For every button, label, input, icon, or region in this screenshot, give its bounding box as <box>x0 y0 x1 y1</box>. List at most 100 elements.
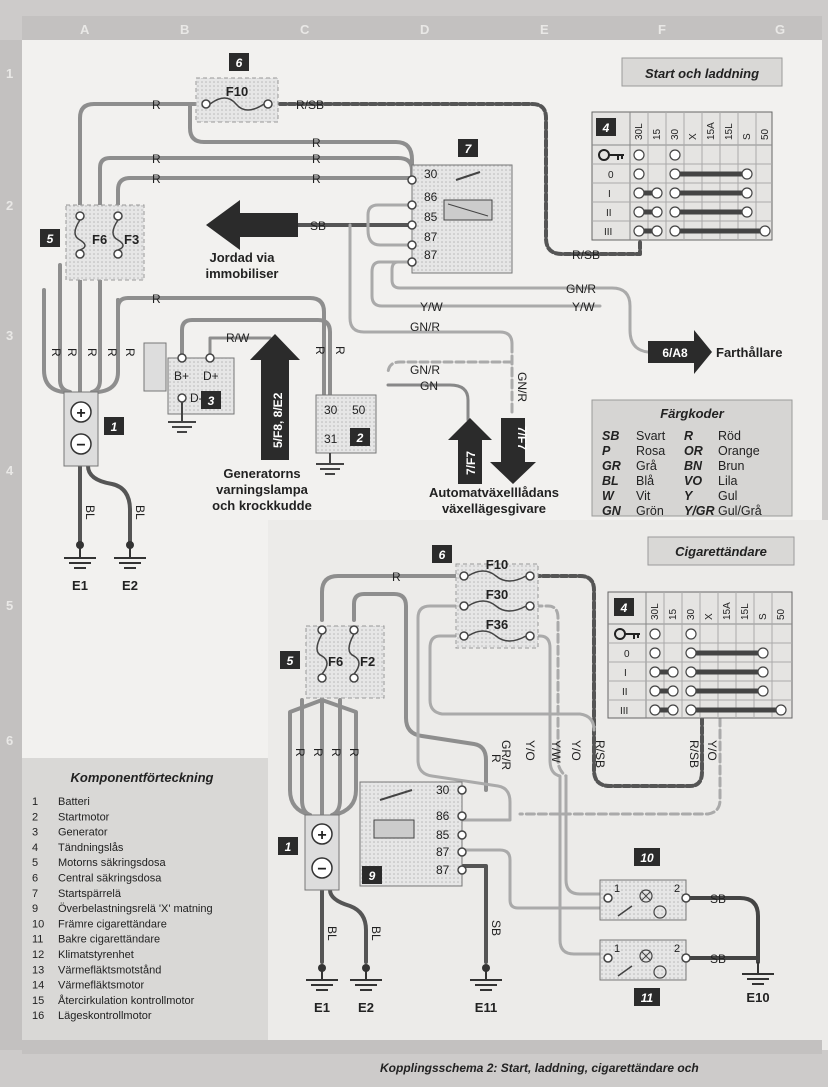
svg-text:7: 7 <box>465 142 473 156</box>
color-code-11: Y/GR <box>684 504 715 518</box>
figure-caption: Kopplingsschema 2: Start, laddning, ciga… <box>380 1061 699 1075</box>
wire-label-sb-b2: SB <box>710 892 726 906</box>
wire-label-r-7: R <box>152 292 161 306</box>
legend-num-14: 16 <box>32 1010 44 1022</box>
sw-bot-h0: 30L <box>650 603 661 620</box>
label-farthallare: Farthållare <box>716 345 782 360</box>
color-code-10: GN <box>602 504 622 518</box>
grid-col-e: E <box>540 22 549 37</box>
wire-label-gnr-3: GN/R <box>410 363 440 377</box>
wire-label-rsb-b2: R/SB <box>687 740 701 768</box>
svg-text:1: 1 <box>111 420 118 434</box>
arrow-7f7-down: 7/F7 <box>490 418 536 484</box>
arrow-7f7-up: 7/F7 <box>448 418 492 484</box>
relay7-term-86: 86 <box>424 190 438 204</box>
label-immobiliser: immobiliser <box>206 266 279 281</box>
svg-text:Start och laddning: Start och laddning <box>645 66 759 81</box>
sw-top-r0: 0 <box>608 170 614 181</box>
wire-label-yw-2: Y/W <box>572 300 595 314</box>
wire-label-r-6: R <box>312 172 321 186</box>
lighter11-term-2: 2 <box>674 943 680 955</box>
relay9-term-87b: 87 <box>436 863 450 877</box>
wire-label-gnr-1: GN/R <box>566 282 596 296</box>
grid-row-5: 5 <box>6 598 13 613</box>
wire-label-r-1: R <box>152 98 161 112</box>
grid-col-g: G <box>775 22 785 37</box>
color-code-3: OR <box>684 444 703 458</box>
wire-label-grr: GR/R <box>499 740 513 770</box>
relay7-term-30: 30 <box>424 167 438 181</box>
sw-top-r1: I <box>608 189 611 200</box>
wire-label-bl-b1: BL <box>325 926 339 941</box>
relay7-term-87a: 87 <box>424 230 438 244</box>
grid-bottom-band <box>22 1040 822 1054</box>
sw-top-h6: S <box>742 133 753 140</box>
relay9-term-86: 86 <box>436 809 450 823</box>
svg-text:1: 1 <box>285 840 292 854</box>
grid-top-band <box>22 16 822 40</box>
sw-bot-r1: I <box>624 668 627 679</box>
label-auto-1: Automatväxelllådans <box>429 485 559 500</box>
ground-e1-bottom: E1 <box>306 964 338 1015</box>
wire-label-bl-2: BL <box>133 505 147 520</box>
badge-2: 2 <box>350 428 370 446</box>
label-gen-2: varningslampa <box>216 482 309 497</box>
legend-name-12: Värmefläktsmotor <box>58 980 145 992</box>
color-code-5: BN <box>684 459 703 473</box>
wire-label-yo-2: Y/O <box>569 740 583 761</box>
label-gen-3: och krockkudde <box>212 498 312 513</box>
wire-label-rsb-b1: R/SB <box>593 740 607 768</box>
legend-num-10: 12 <box>32 949 44 961</box>
relay7-term-85: 85 <box>424 210 438 224</box>
wire-label-gnr-4: GN/R <box>515 372 529 402</box>
grid-row-1: 1 <box>6 66 13 81</box>
section-title-cig: Cigarettändare <box>647 536 795 566</box>
wire-label-yo-3: Y/O <box>705 740 719 761</box>
wire-label-r-v5: R <box>123 348 137 357</box>
svg-text:E11: E11 <box>475 1000 497 1015</box>
battery-top-minus: − <box>76 437 85 454</box>
svg-text:5: 5 <box>287 654 294 668</box>
color-code-2: P <box>602 444 611 458</box>
sw-bot-h2: 30 <box>686 608 697 620</box>
gen-term-bplus: B+ <box>174 369 189 383</box>
badge-7: 7 <box>458 139 478 157</box>
svg-text:E2: E2 <box>358 1000 374 1015</box>
color-name-3: Orange <box>718 444 760 458</box>
color-code-9: Y <box>684 489 694 503</box>
badge-1-top: 1 <box>104 417 124 435</box>
relay9-term-85: 85 <box>436 828 450 842</box>
color-name-11: Gul/Grå <box>718 504 762 518</box>
wire-label-yw-1: Y/W <box>420 300 443 314</box>
color-code-0: SB <box>602 429 619 443</box>
lighter10-term-1: 1 <box>614 883 620 895</box>
starter-term-50: 50 <box>352 403 366 417</box>
sw-top-h3: X <box>688 133 699 140</box>
arrow-jordad <box>206 200 298 250</box>
svg-text:5: 5 <box>47 232 54 246</box>
legend-title: Komponentförteckning <box>71 770 214 785</box>
wire-label-r-b6: R <box>489 754 503 763</box>
key-icon <box>598 149 624 161</box>
ground-e11: E11 <box>470 964 502 1015</box>
relay9-term-87a: 87 <box>436 845 450 859</box>
wire-label-r-5: R <box>152 172 161 186</box>
svg-text:6: 6 <box>439 548 446 562</box>
label-gen-1: Generatorns <box>223 466 300 481</box>
sw-bot-r0: 0 <box>624 649 630 660</box>
top-wire-labels: R R/SB R R R R R SB R/SB GN/R Y/W Y/W GN… <box>49 98 600 520</box>
wire-label-bl-1: BL <box>83 505 97 520</box>
wire-label-r-v7: R <box>333 346 347 355</box>
battery-bottom-minus: − <box>317 861 326 878</box>
wire-label-gnr-2: GN/R <box>410 320 440 334</box>
fuse-box-6-top: F10 <box>195 77 279 123</box>
lighter10-term-2: 2 <box>674 883 680 895</box>
legend-name-7: Överbelastningsrelä 'X' matning <box>58 903 213 915</box>
grid-col-f: F <box>658 22 666 37</box>
legend-num-6: 7 <box>32 888 38 900</box>
arrow-7f7-down-label: 7/F7 <box>515 426 529 450</box>
sw-bot-h7: 50 <box>776 608 787 620</box>
ground-e1-top: E1 <box>64 541 96 593</box>
legend-num-9: 11 <box>32 934 43 946</box>
